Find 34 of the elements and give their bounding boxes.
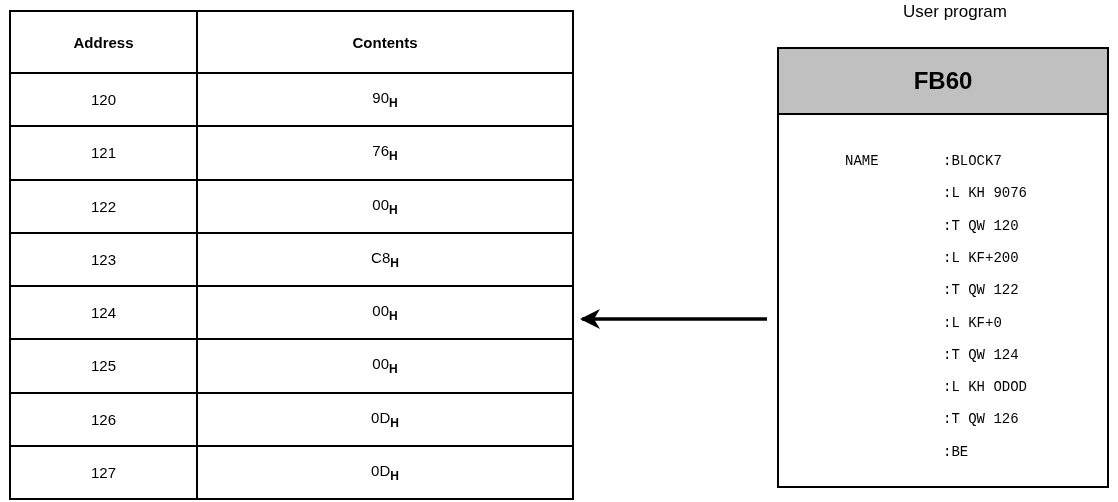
column-header: Address (10, 11, 197, 73)
code-line: :T QW 126 (943, 411, 1019, 428)
contents-cell: C8$_{H}$ (197, 232, 573, 286)
code-line: :L KF+0 (943, 314, 1002, 331)
address-cell: 126 (10, 392, 197, 446)
address-cell: 120 (10, 73, 197, 127)
block-title: FB60 (913, 67, 973, 95)
arrow (580, 309, 767, 329)
code-line: :L KH 9076 (943, 185, 1027, 202)
contents-cell: 76$_{H}$ (197, 126, 573, 180)
code-line: :BE (943, 443, 969, 460)
address-cell: 125 (10, 339, 197, 393)
address-cell: 123 (10, 232, 197, 286)
code-line: :T QW 120 (943, 217, 1019, 234)
column-header: Contents (197, 11, 573, 73)
memory-table (9, 10, 574, 500)
address-cell: 124 (10, 286, 197, 340)
code-label: NAME (845, 153, 879, 169)
contents-cell: 00$_{H}$ (197, 179, 573, 233)
code-line: :L KF+200 (943, 249, 1019, 266)
address-cell: 121 (10, 126, 197, 180)
program-block (777, 47, 1109, 488)
contents-cell: 0D$_{H}$ (197, 392, 573, 446)
block-label: User program (902, 2, 1008, 22)
address-cell: 127 (10, 445, 197, 499)
address-cell: 122 (10, 179, 197, 233)
code-line: :L KH ODOD (943, 379, 1027, 396)
contents-cell: 0D$_{H}$ (197, 445, 573, 499)
contents-cell: 90$_{H}$ (197, 73, 573, 127)
code-line: :T QW 122 (943, 282, 1019, 299)
code-line: :T QW 124 (943, 346, 1019, 363)
contents-cell: 00$_{H}$ (197, 339, 573, 393)
code-line: :BLOCK7 (943, 153, 1002, 169)
contents-cell: 00$_{H}$ (197, 286, 573, 340)
